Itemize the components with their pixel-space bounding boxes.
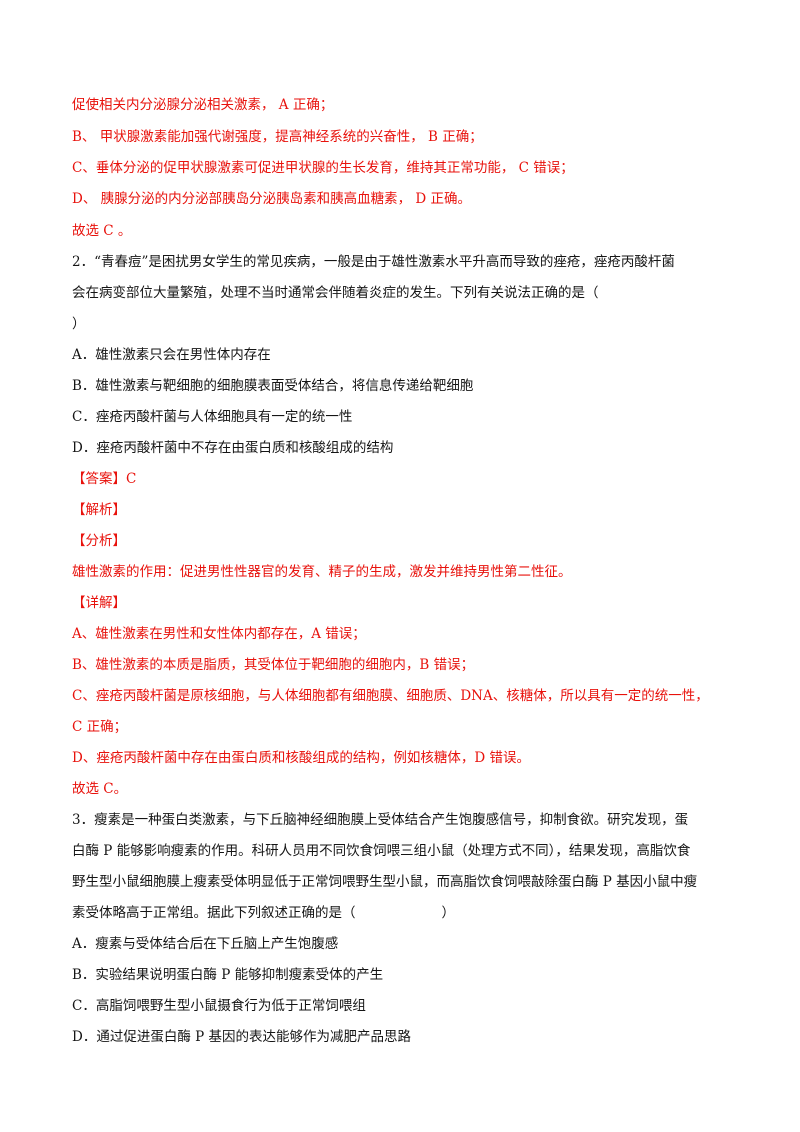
q2-detail-d: D、痤疮丙酸杆菌中存在由蛋白质和核酸组成的结构，例如核糖体，D 错误。 bbox=[72, 750, 530, 766]
q2-stem-line-2: 会在病变部位大量繁殖，处理不当时通常会伴随着炎症的发生。下列有关说法正确的是（ bbox=[72, 285, 599, 301]
q2-detail-c-line-2: C 正确； bbox=[72, 719, 128, 735]
q2-stem-line-1: 2．“青春痘”是困扰男女学生的常见疾病，一般是由于雄性激素水平升高而导致的痤疮，… bbox=[72, 254, 675, 270]
q3-stem-line-4: 素受体略高于正常组。据此下列叙述正确的是（ ） bbox=[72, 903, 732, 923]
q3-option-d: D．通过促进蛋白酶 P 基因的表达能够作为减肥产品思路 bbox=[72, 1029, 411, 1045]
q2-analysis-title: 【解析】 bbox=[72, 502, 126, 518]
q2-fenxi-text: 雄性激素的作用：促进男性性器官的发育、精子的生成，激发并维持男性第二性征。 bbox=[72, 564, 572, 580]
q2-stem-line-3: ） bbox=[72, 316, 86, 332]
q2-detail-c-line-1: C、痤疮丙酸杆菌是原核细胞，与人体细胞都有细胞膜、细胞质、DNA、核糖体，所以具… bbox=[72, 688, 709, 704]
q2-detail-a: A、雄性激素在男性和女性体内都存在，A 错误； bbox=[72, 626, 366, 642]
q1-explanation-line-b: B、 甲状腺激素能加强代谢强度，提高神经系统的兴奋性， B 正确； bbox=[72, 129, 483, 145]
q3-stem-line-2: 白酶 P 能够影响瘦素的作用。科研人员用不同饮食饲喂三组小鼠（处理方式不同），结… bbox=[72, 843, 691, 859]
q2-option-b: B．雄性激素与靶细胞的细胞膜表面受体结合，将信息传递给靶细胞 bbox=[72, 378, 474, 394]
q1-explanation-line-a: 促使相关内分泌腺分泌相关激素， A 正确； bbox=[72, 97, 334, 113]
q2-answer: 【答案】C bbox=[72, 471, 137, 487]
q3-stem-line-1: 3．瘦素是一种蛋白类激素，与下丘脑神经细胞膜上受体结合产生饱腹感信号，抑制食欲。… bbox=[72, 812, 689, 828]
q2-detail-b: B、雄性激素的本质是脂质，其受体位于靶细胞的细胞内，B 错误； bbox=[72, 657, 475, 673]
q2-option-a: A．雄性激素只会在男性体内存在 bbox=[72, 347, 271, 363]
q2-detail-title: 【详解】 bbox=[72, 595, 126, 611]
q3-stem-close-bracket: ） bbox=[441, 905, 456, 921]
q3-stem-line-4-text: 素受体略高于正常组。据此下列叙述正确的是（ bbox=[72, 905, 356, 921]
q1-explanation-line-d: D、 胰腺分泌的内分泌部胰岛分泌胰岛素和胰高血糖素， D 正确。 bbox=[72, 191, 472, 207]
q3-stem-line-3: 野生型小鼠细胞膜上瘦素受体明显低于正常饲喂野生型小鼠，而高脂饮食饲喂敲除蛋白酶 … bbox=[72, 874, 698, 890]
q1-explanation-line-c: C、垂体分泌的促甲状腺激素可促进甲状腺的生长发育，维持其正常功能， C 错误； bbox=[72, 160, 574, 176]
q2-fenxi-title: 【分析】 bbox=[72, 533, 126, 549]
q3-option-a: A．瘦素与受体结合后在下丘脑上产生饱腹感 bbox=[72, 936, 339, 952]
q2-choice: 故选 C。 bbox=[72, 781, 128, 797]
q3-option-c: C．高脂饲喂野生型小鼠摄食行为低于正常饲喂组 bbox=[72, 998, 366, 1014]
q3-option-b: B．实验结果说明蛋白酶 P 能够抑制瘦素受体的产生 bbox=[72, 967, 384, 983]
q2-option-d: D．痤疮丙酸杆菌中不存在由蛋白质和核酸组成的结构 bbox=[72, 440, 394, 456]
q1-choice: 故选 C 。 bbox=[72, 223, 132, 239]
q2-option-c: C．痤疮丙酸杆菌与人体细胞具有一定的统一性 bbox=[72, 409, 353, 425]
